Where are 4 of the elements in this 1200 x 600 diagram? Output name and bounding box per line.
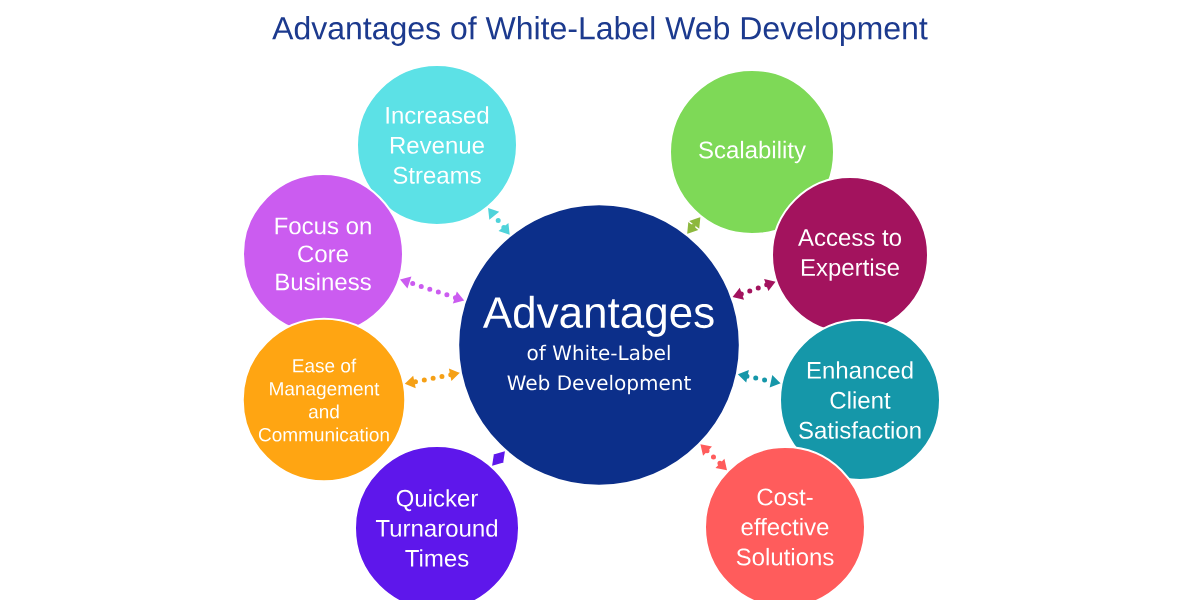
double-arrow	[687, 217, 701, 234]
title: Advantages of White-Label Web Development	[272, 16, 928, 46]
double-arrow	[492, 451, 505, 466]
double-arrow	[488, 208, 510, 235]
